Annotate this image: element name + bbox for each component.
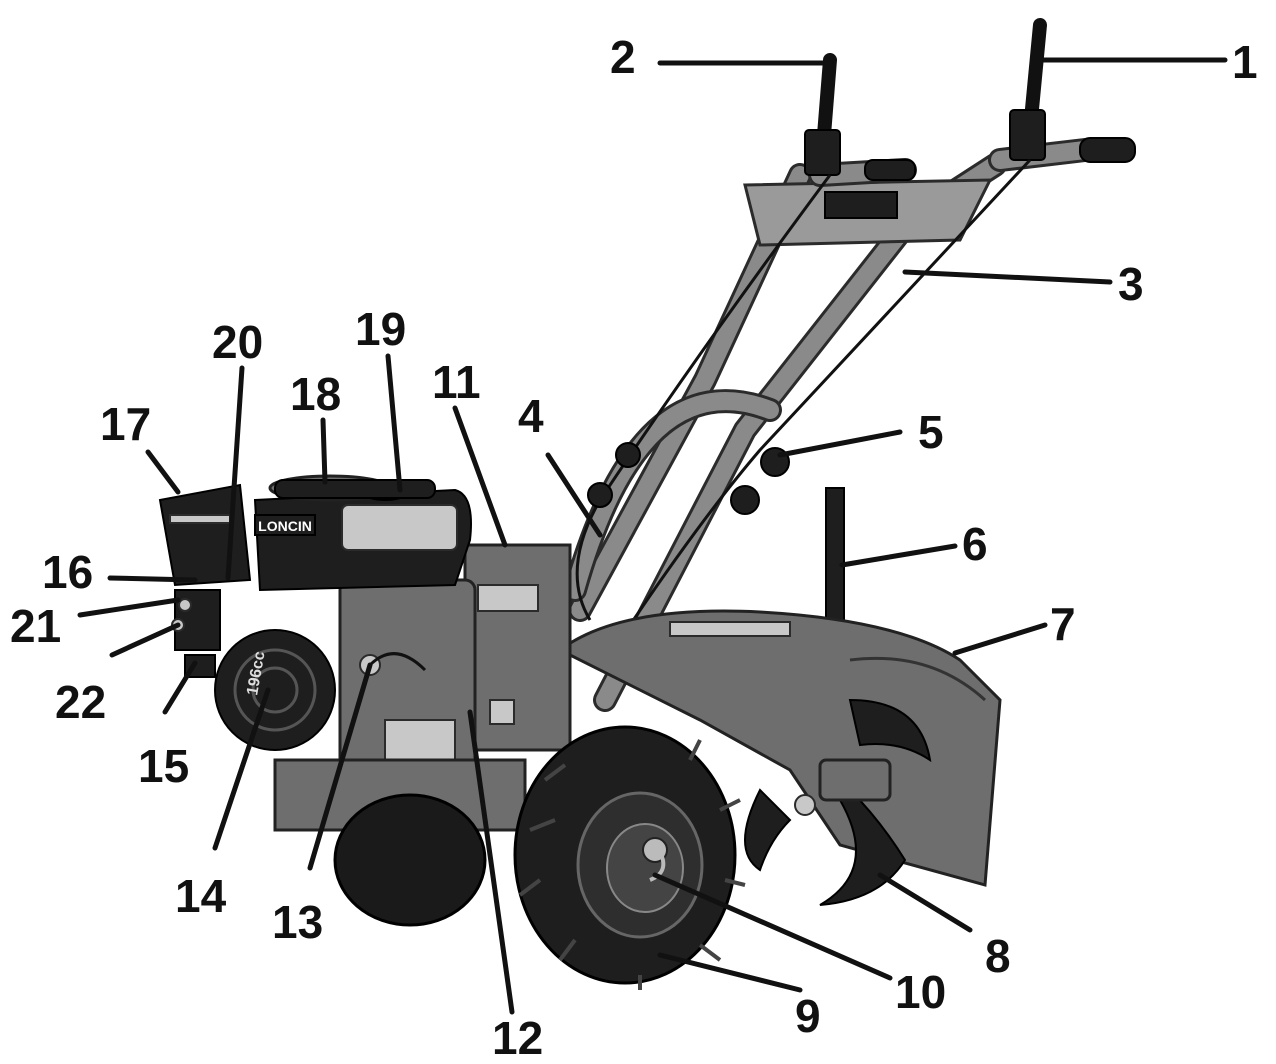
leader-8 [877,872,973,933]
callout-5: 5 [918,406,944,458]
callout-14: 14 [175,870,227,922]
fuel-gauge-window [341,504,458,551]
caution-sticker [489,699,515,725]
knob-upper-left [615,442,641,468]
callout-12: 12 [492,1012,543,1064]
callout-11: 11 [432,356,481,408]
callout-4: 4 [518,390,544,442]
wheel-hitch-pin [642,837,668,882]
callout-6: 6 [962,518,988,570]
callout-8: 8 [985,930,1011,982]
warning-label [477,584,539,612]
engine-badge-plate [254,514,316,536]
callout-9: 9 [795,990,821,1042]
transmission-housing [463,543,572,752]
leader-12 [467,709,515,1015]
leader-4 [545,452,603,538]
callout-21: 21 [10,600,61,652]
right-control-lever [1009,18,1047,161]
callout-10: 10 [895,966,946,1018]
leader-lines [77,57,1228,1015]
engine: LONCIN 196cc [158,474,572,832]
tine-shield [557,609,1002,887]
leader-22 [109,622,181,658]
leader-7 [952,622,1048,656]
wheel [513,725,746,990]
callout-20: 20 [212,316,263,368]
leader-18 [320,417,328,485]
leader-20 [225,365,245,581]
leader-14 [212,687,271,851]
panel-label [824,191,898,219]
air-filter-label [169,514,231,524]
knob-lower-left [587,482,613,508]
leader-15 [162,660,198,715]
leader-5 [777,429,903,458]
handlebar-assembly [563,18,1136,712]
callout-16: 16 [42,546,93,598]
callout-1: 1 [1232,36,1258,88]
height-adjust-knob-lower [730,485,760,515]
leader-3 [902,269,1113,285]
callout-2: 2 [610,31,636,83]
leader-16 [107,575,198,583]
muffler [274,479,436,499]
callout-numbers: 1 2 3 4 5 6 7 8 9 10 11 12 13 14 15 16 1… [10,31,1258,1064]
air-filter [158,483,252,587]
shield-decal [669,621,791,637]
leader-9 [657,952,803,993]
depth-bar [825,487,845,629]
callout-17: 17 [100,398,151,450]
engine-badge: LONCIN [258,518,312,534]
callout-19: 19 [355,303,406,355]
leader-10 [652,872,893,981]
recoil-starter [214,629,336,751]
leader-6 [839,543,958,568]
callout-15: 15 [138,740,189,792]
leader-19 [385,353,403,493]
left-control-lever [804,53,841,176]
callout-3: 3 [1118,258,1144,310]
leader-17 [145,449,181,495]
callout-13: 13 [272,896,323,948]
rear-left-wheel [333,793,487,927]
leader-11 [452,405,508,548]
callout-18: 18 [290,368,341,420]
callout-7: 7 [1050,598,1076,650]
callout-22: 22 [55,676,106,728]
leader-13 [307,662,373,871]
leader-21 [77,597,181,618]
choke-lever [178,598,192,612]
